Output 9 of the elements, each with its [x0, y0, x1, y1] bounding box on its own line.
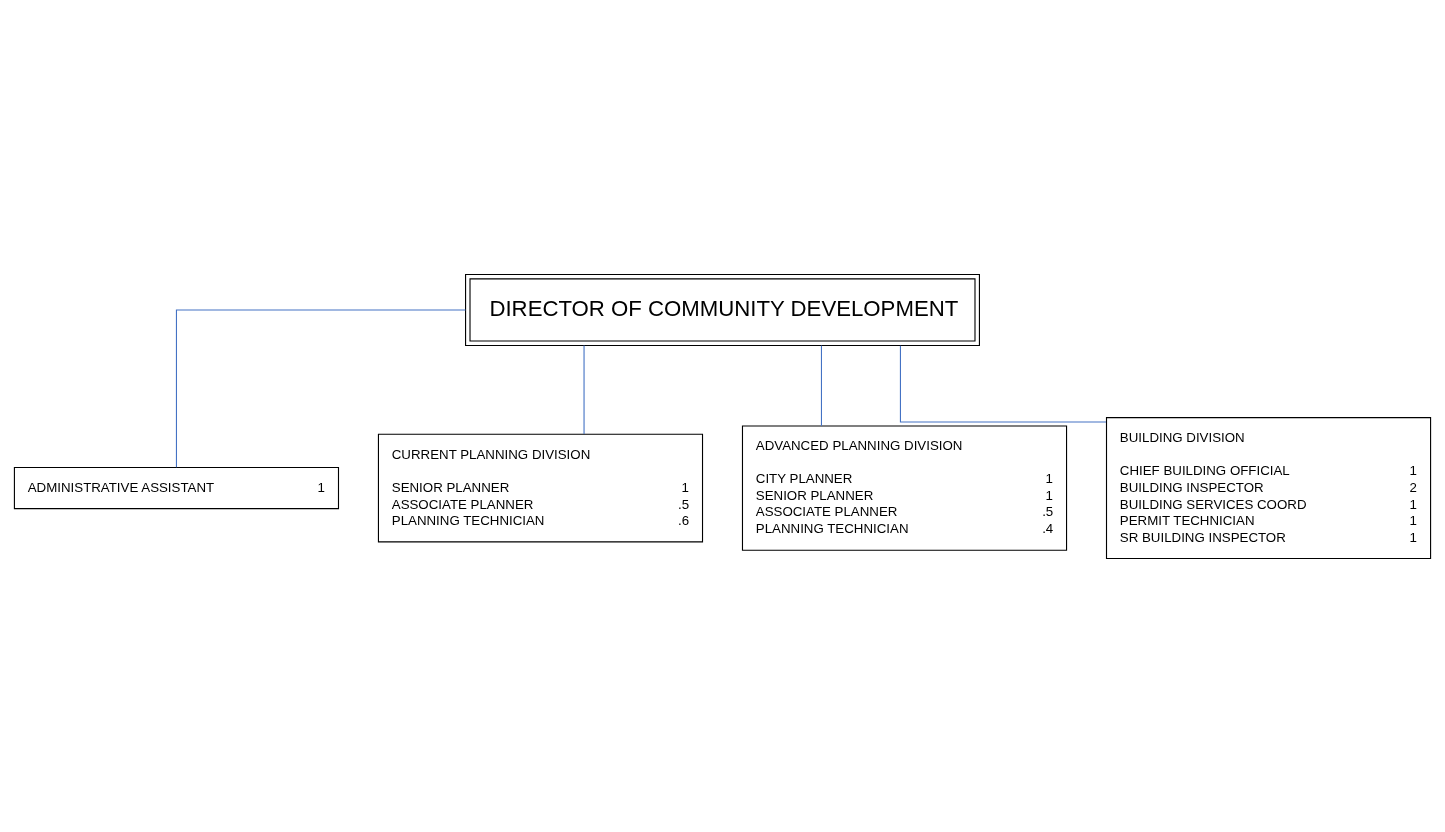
node-box: CURRENT PLANNING DIVISION SENIOR PLANNER 1 ASSOCIATE PLANNER .5 PLANNING TECHNICIAN .6 — [377, 433, 704, 542]
connector — [899, 344, 1107, 423]
node-box: DIRECTOR OF COMMUNITY DEVELOPMENT — [465, 273, 980, 346]
node-box: BUILDING DIVISION CHIEF BUILDING OFFICIAL 1 BUILDING INSPECTOR 2 BUILDING SERVICES COORD 1 PERMIT TECHNICIAN 1 SR BUILDING INSPECTOR 1 — [1105, 416, 1432, 559]
node-box: ADVANCED PLANNING DIVISION CITY PLANNER 1 SENIOR PLANNER 1 ASSOCIATE PLANNER .5 PLANNING TECHNICIAN .4 — [741, 424, 1068, 551]
connector — [583, 344, 585, 434]
node-box: ADMINISTRATIVE ASSISTANT 1 — [13, 466, 340, 509]
connector — [820, 344, 823, 426]
connector — [175, 308, 467, 468]
